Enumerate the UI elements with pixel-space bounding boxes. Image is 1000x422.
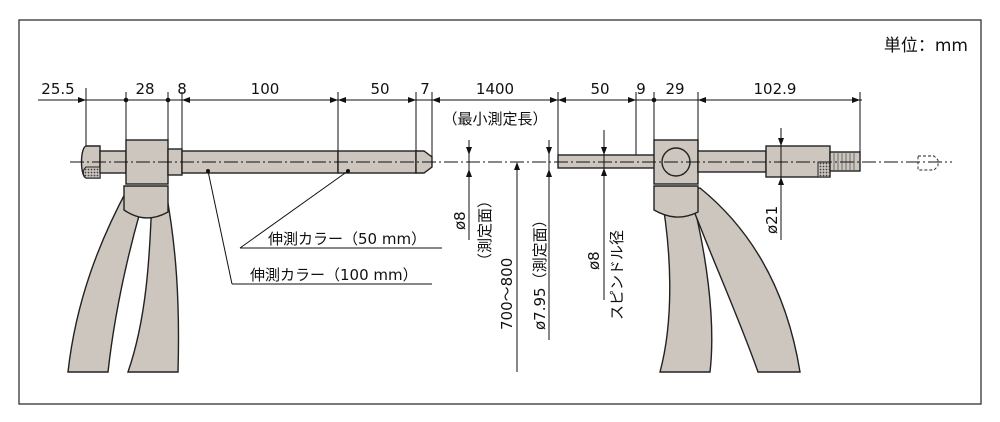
sleeve — [697, 150, 767, 173]
dim-50-left: 50 — [370, 80, 389, 98]
spindle-dia: ø8 — [585, 251, 603, 270]
collar-leaders — [206, 169, 442, 285]
ratchet-ghost — [917, 155, 939, 171]
spindle — [557, 154, 657, 169]
dim-1400: 1400 — [476, 80, 514, 98]
dim-9: 9 — [636, 80, 646, 98]
anvil-face-dia: ø8 — [451, 211, 469, 230]
collar-100-label: 伸測カラー（100 mm） — [250, 266, 418, 284]
collar-50-label: 伸測カラー（50 mm） — [268, 230, 426, 248]
unit-label: 単位：mm — [884, 36, 968, 56]
frame-left-arm — [67, 185, 180, 373]
dim-28: 28 — [135, 80, 154, 98]
ratchet — [829, 151, 861, 172]
diagram-border — [18, 19, 982, 405]
range-label: 700～800 — [498, 258, 516, 330]
spindle-face-dia: ø7.95（測定面） — [531, 212, 549, 330]
top-dimension-line — [38, 88, 862, 157]
dimension-values: 25.5 28 8 100 50 7 1400 50 9 29 102.9 — [41, 80, 796, 98]
frame-right-arm — [653, 185, 801, 373]
anvil-face-note: （測定面） — [476, 193, 494, 268]
dim-25-5: 25.5 — [41, 80, 74, 98]
dim-50-right: 50 — [590, 80, 609, 98]
thimble-dia: ø21 — [763, 206, 781, 234]
min-length-note: （最小測定長） — [442, 110, 547, 128]
spindle-dia-note: スピンドル径 — [608, 230, 626, 320]
vertical-dimensions — [466, 128, 784, 372]
dim-8: 8 — [177, 80, 187, 98]
dim-100: 100 — [251, 80, 280, 98]
dim-102-9: 102.9 — [754, 80, 797, 98]
vertical-labels: ø8 （測定面） 700～800 ø7.95（測定面） ø8 スピンドル径 ø2… — [451, 193, 781, 330]
dim-29: 29 — [665, 80, 684, 98]
dim-7: 7 — [420, 80, 430, 98]
